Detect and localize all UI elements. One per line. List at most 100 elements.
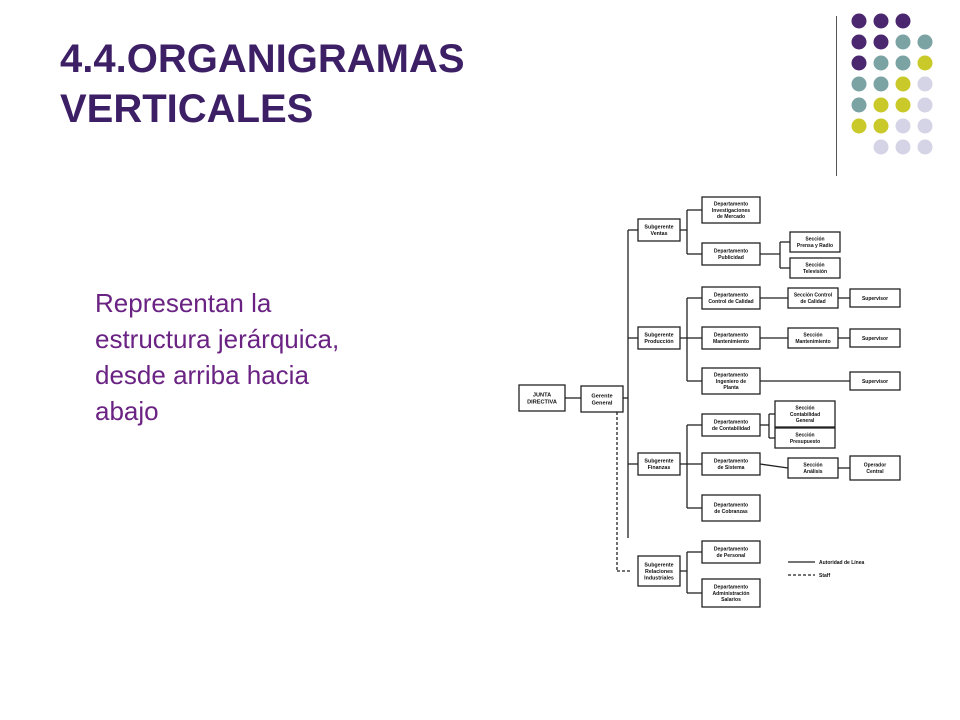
subgerente-4-label: Subgerente — [644, 562, 673, 568]
supervisor-2-label: Supervisor — [862, 336, 888, 342]
section-6-box — [774, 427, 836, 449]
subgerente-3-label: Subgerente — [644, 459, 673, 465]
department-10-label: Administración — [712, 591, 749, 597]
supervisor-3-label: Supervisor — [862, 379, 888, 385]
section-4-label: Mantenimiento — [795, 339, 830, 345]
section-2-box — [789, 257, 841, 279]
section-4-label: Sección — [803, 333, 822, 339]
department-10-label: Departamento — [714, 584, 748, 590]
section-3-label: de Calidad — [800, 299, 825, 305]
decorative-dot — [895, 139, 911, 155]
junta-directiva-label: DIRECTIVA — [527, 399, 557, 405]
section-6-label: Presupuesto — [790, 439, 820, 445]
department-4-label: Departamento — [714, 333, 748, 339]
body-line-4: abajo — [95, 396, 159, 426]
department-1-label: Departamento — [714, 201, 748, 207]
slide-title: 4.4.ORGANIGRAMAS VERTICALES — [60, 34, 580, 134]
body-line-1: Representan la — [95, 288, 272, 318]
subgerente-2-label: Producción — [644, 339, 673, 345]
section-2-label: Televisión — [803, 269, 827, 275]
decorative-dot — [873, 34, 889, 50]
department-6-label: de Contabilidad — [712, 426, 750, 432]
department-4-label: Mantenimiento — [713, 339, 749, 345]
department-9-box — [701, 540, 761, 564]
org-chart-content: JUNTADIRECTIVAGerenteGeneralSubgerenteVe… — [518, 196, 901, 608]
section-5-label: General — [796, 418, 815, 424]
subgerente-4-label: Industriales — [644, 575, 674, 581]
supervisor-2-box — [849, 328, 901, 348]
section-7-label: Sección — [803, 463, 822, 469]
section-6-label: Sección — [795, 433, 814, 439]
subgerente-4-label: Relaciones — [645, 569, 673, 575]
department-1-label: Investigaciones — [712, 208, 750, 214]
title-line-2: VERTICALES — [60, 87, 314, 131]
body-paragraph: Representan la estructura jerárquica, de… — [95, 285, 425, 429]
operador-central-label: Operador — [864, 463, 887, 469]
legend-line-label: Autoridad de Línea — [819, 560, 865, 566]
section-7-label: Análisis — [803, 469, 822, 475]
decorative-dot — [851, 34, 867, 50]
decorative-dot — [917, 55, 933, 71]
department-5-label: Planta — [723, 385, 738, 391]
department-8-label: Departamento — [714, 503, 748, 509]
body-line-3: desde arriba hacia — [95, 360, 309, 390]
subgerente-2-label: Subgerente — [644, 333, 673, 339]
decorative-dot — [873, 55, 889, 71]
section-1-label: Prensa y Radio — [797, 243, 833, 249]
org-chart-diagram: JUNTADIRECTIVAGerenteGeneralSubgerenteVe… — [518, 196, 901, 608]
department-8-box — [701, 494, 761, 522]
decorative-dot — [895, 13, 911, 29]
decorative-dot — [917, 118, 933, 134]
decorative-dot — [851, 76, 867, 92]
supervisor-3-box — [849, 371, 901, 391]
gerente-general-label: Gerente — [591, 394, 612, 400]
section-5-box — [774, 400, 836, 428]
supervisor-1-box — [849, 288, 901, 308]
decorative-dot — [917, 76, 933, 92]
decorative-dot — [851, 118, 867, 134]
subgerente-4-box — [637, 555, 681, 587]
section-5-label: Sección — [795, 406, 814, 412]
department-10-label: Salarios — [721, 597, 741, 603]
operador-central-box — [849, 455, 901, 481]
decorative-dot — [917, 97, 933, 113]
supervisor-1-label: Supervisor — [862, 296, 888, 302]
decorative-dot — [895, 97, 911, 113]
department-3-label: Departamento — [714, 293, 748, 299]
section-1-box — [789, 231, 841, 253]
decorative-dot — [895, 76, 911, 92]
decorative-dot — [873, 118, 889, 134]
department-6-label: Departamento — [714, 420, 748, 426]
line-connector — [759, 463, 789, 469]
body-line-2: estructura jerárquica, — [95, 324, 340, 354]
title-divider — [836, 16, 837, 176]
department-3-label: Control de Calidad — [708, 299, 753, 305]
department-9-label: Departamento — [714, 547, 748, 553]
department-2-label: Departamento — [714, 249, 748, 255]
decorative-dot — [873, 76, 889, 92]
operador-central-label: Central — [866, 469, 884, 475]
department-7-label: Departamento — [714, 459, 748, 465]
department-2-label: Publicidad — [718, 255, 744, 261]
department-7-label: de Sistema — [718, 465, 745, 471]
department-8-label: de Cobranzas — [714, 509, 748, 515]
decorative-dot — [873, 13, 889, 29]
subgerente-1-label: Subgerente — [644, 225, 673, 231]
decorative-dot — [917, 34, 933, 50]
title-line-1: 4.4.ORGANIGRAMAS — [60, 37, 465, 81]
legend-staff-label: Staff — [819, 573, 830, 579]
subgerente-3-label: Finanzas — [648, 465, 671, 471]
department-9-label: de Personal — [717, 553, 746, 559]
gerente-general-label: General — [592, 400, 613, 406]
department-10-box — [701, 578, 761, 608]
decorative-dot — [851, 13, 867, 29]
department-5-label: Ingeniero de — [716, 379, 746, 385]
junta-directiva-label: JUNTA — [533, 393, 551, 399]
gerente-general-box — [580, 385, 624, 413]
department-5-label: Departamento — [714, 372, 748, 378]
section-2-label: Sección — [805, 263, 824, 269]
decorative-dot — [873, 97, 889, 113]
decorative-dot — [917, 139, 933, 155]
decorative-dot — [851, 55, 867, 71]
department-5-box — [701, 367, 761, 395]
